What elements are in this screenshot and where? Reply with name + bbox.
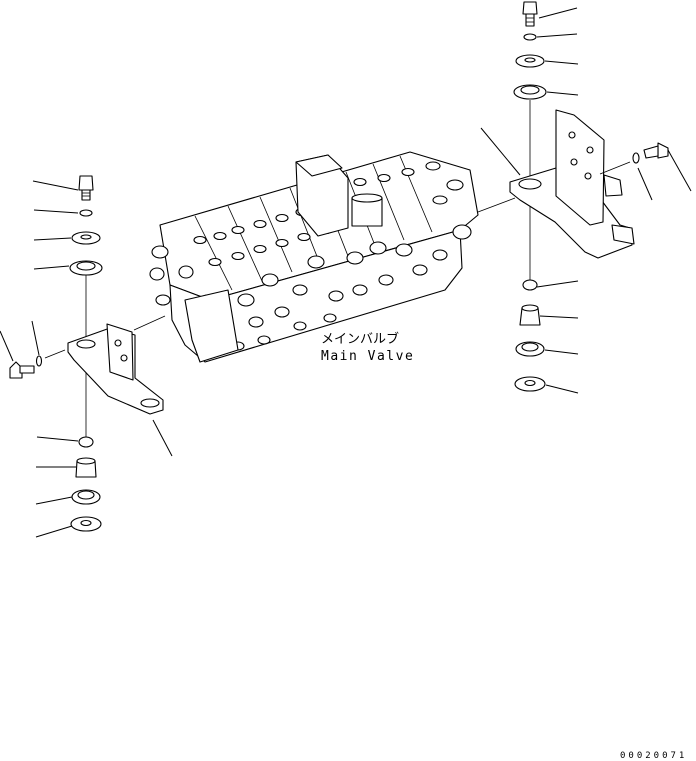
left-side-axis — [44, 349, 66, 359]
left-bracket — [67, 323, 164, 415]
leader-left-side-washer — [31, 320, 40, 356]
left-side-washer — [35, 355, 43, 367]
right-cushion-upper — [513, 84, 547, 100]
right-cushion-lower — [515, 341, 545, 357]
leader-right-cushion-lower — [544, 349, 579, 355]
leader-left-washer-1 — [33, 237, 72, 241]
right-spring-washer — [523, 33, 537, 41]
leader-left-collar — [36, 436, 79, 442]
right-bracket-axis — [477, 197, 516, 213]
right-spacer — [519, 304, 541, 326]
right-collar — [522, 279, 538, 291]
valve-solenoid — [295, 154, 383, 237]
leader-right-side-bolt — [667, 149, 692, 192]
left-bracket-axis — [133, 315, 166, 331]
right-washer-2 — [514, 376, 546, 392]
right-bolt — [522, 1, 538, 27]
left-side-bolt — [9, 361, 35, 379]
figure-number: 00020071 — [620, 751, 687, 761]
leader-left-bracket — [152, 419, 173, 457]
right-washer-1 — [515, 54, 545, 68]
leader-right-side-washer — [637, 167, 653, 201]
valve-end-block — [184, 289, 239, 363]
right-side-axis — [599, 161, 631, 175]
leader-left-spring-washer — [33, 209, 79, 214]
leader-left-cushion-lower — [35, 496, 73, 505]
left-bolt — [78, 175, 94, 201]
right-side-bolt — [643, 142, 669, 159]
main-valve-label-en: Main Valve — [321, 349, 414, 364]
left-mount-assembly — [0, 175, 173, 538]
leader-left-side-bolt — [0, 330, 14, 362]
left-cushion-upper — [69, 260, 103, 276]
leader-right-spring-washer — [536, 33, 578, 38]
leader-right-collar — [536, 280, 579, 288]
main-valve-label-jp: メインバルブ — [321, 331, 399, 347]
leader-left-washer-2 — [35, 525, 73, 538]
leader-left-cushion-upper — [33, 265, 70, 270]
leader-right-washer-2 — [545, 384, 579, 394]
left-washer-2 — [70, 516, 102, 532]
leader-right-bolt — [538, 7, 578, 19]
valve-front-fittings — [149, 224, 472, 351]
right-bracket — [509, 109, 635, 259]
left-cushion-lower — [71, 489, 101, 505]
left-spacer — [75, 457, 97, 478]
leader-right-washer-1 — [544, 60, 579, 65]
right-mount-assembly — [480, 1, 692, 394]
left-spring-washer — [79, 209, 93, 217]
right-side-washer — [632, 152, 640, 164]
leader-right-bracket — [480, 127, 521, 176]
main-valve — [149, 151, 479, 363]
leader-right-spacer — [539, 315, 579, 319]
leader-left-bolt — [32, 180, 79, 191]
left-collar — [78, 436, 94, 448]
leader-right-cushion-upper — [546, 91, 579, 96]
left-washer-1 — [71, 231, 101, 245]
